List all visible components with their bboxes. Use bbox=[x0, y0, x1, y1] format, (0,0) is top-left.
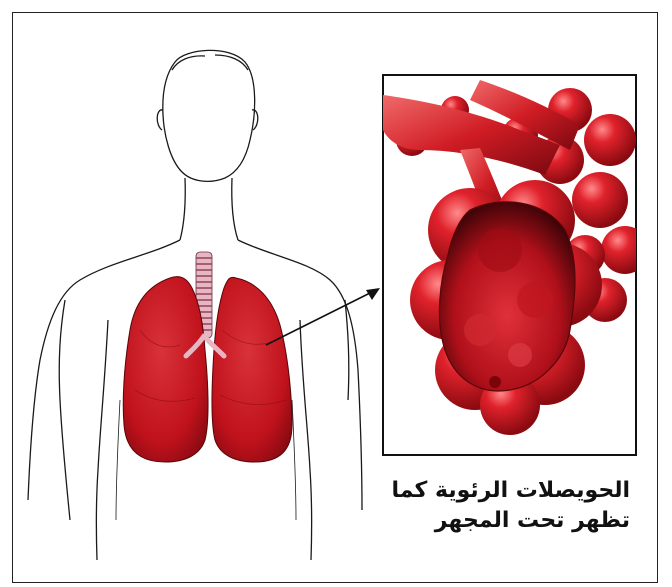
caption-line-1: الحويصلات الرئوية كما bbox=[380, 476, 630, 506]
alveoli-inset bbox=[383, 75, 649, 455]
right-lung bbox=[212, 277, 292, 462]
left-lung bbox=[123, 277, 208, 462]
pointer-arrow bbox=[266, 288, 380, 345]
inset-caption: الحويصلات الرئوية كما تظهر تحت المجهر bbox=[380, 476, 630, 536]
caption-line-2: تظهر تحت المجهر bbox=[380, 506, 630, 536]
